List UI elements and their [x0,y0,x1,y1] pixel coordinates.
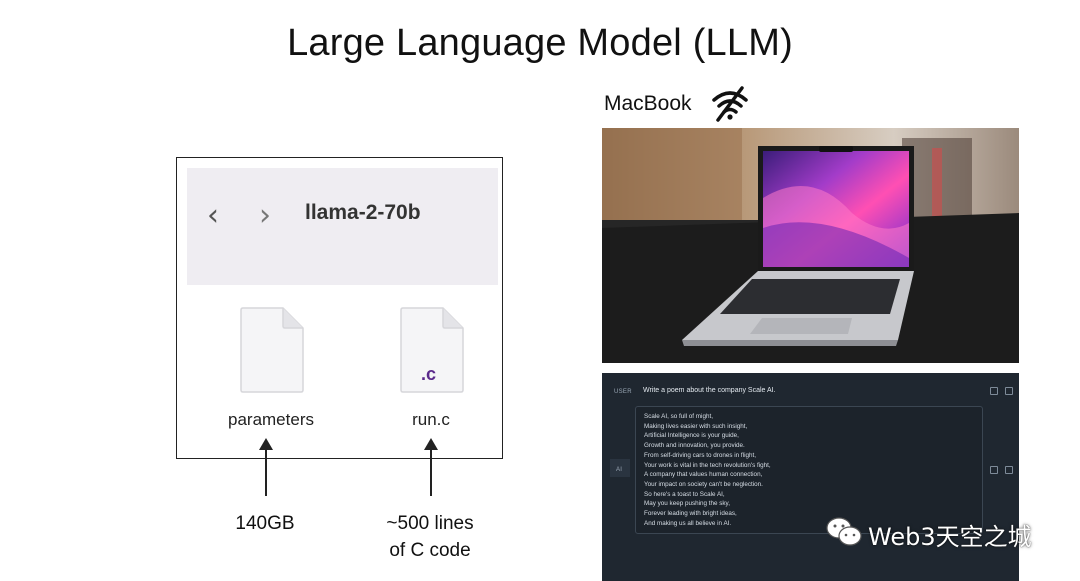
answer-line: Your impact on society can't be neglecti… [644,480,763,488]
answer-line: And making us all believe in AI. [644,519,732,527]
runc-lines-2: of C code [389,540,471,561]
up-arrow-icon [424,438,438,496]
answer-line: A company that values human connection, [644,471,763,479]
answer-line: Scale AI, so full of might, [644,413,713,420]
file-name-runc: run.c [412,410,450,429]
file-document-icon[interactable] [237,306,307,394]
file-name-parameters: parameters [228,410,314,429]
params-size-caption: 140GB [205,510,325,537]
chat-panel: USER Write a poem about the company Scal… [602,373,1019,581]
answer-lines: Scale AI, so full of might, Making lives… [644,412,771,528]
file-window: ‹ › llama-2-70b parameters .c run.c [176,157,503,459]
answer-line: Making lives easier with such insight, [644,422,748,430]
delete-icon[interactable] [1005,466,1013,474]
up-arrow-icon [259,438,273,496]
macbook-photo [602,128,1019,363]
delete-icon[interactable] [1005,387,1013,395]
answer-line: Your work is vital in the tech revolutio… [644,461,771,469]
answer-line: From self-driving cars to drones in flig… [644,451,756,459]
folder-name: llama-2-70b [305,201,421,224]
edit-icon[interactable] [990,466,998,474]
watermark-text: Web3天空之城 [868,523,1032,551]
ai-answer-box[interactable]: Scale AI, so full of might, Making lives… [635,406,983,534]
ai-avatar [610,459,630,477]
answer-line: So here's a toast to Scale AI, [644,490,725,498]
answer-line: May you keep pushing the sky, [644,500,730,508]
answer-line: Forever leading with bright ideas, [644,510,737,518]
ai-role-label: AI [616,467,623,473]
c-extension-badge: .c [421,364,437,384]
answer-line: Artificial Intelligence is your guide, [644,432,739,440]
user-role-label: USER [614,389,632,395]
window-toolbar: ‹ › llama-2-70b [187,168,498,285]
c-file-icon[interactable]: .c [397,306,467,394]
runc-lines-caption: ~500 lines of C code [360,510,500,564]
slide-title: Large Language Model (LLM) [287,22,793,64]
edit-icon[interactable] [990,387,998,395]
macbook-label: MacBook [604,92,692,115]
wifi-off-icon [712,86,748,122]
runc-lines-1: ~500 lines [386,513,474,534]
answer-line: Growth and innovation, you provide. [644,442,745,450]
params-size: 140GB [235,513,295,534]
wechat-icon [826,517,862,546]
forward-arrow-icon[interactable]: › [259,198,271,233]
back-arrow-icon[interactable]: ‹ [207,198,219,233]
user-prompt: Write a poem about the company Scale AI. [643,387,776,394]
